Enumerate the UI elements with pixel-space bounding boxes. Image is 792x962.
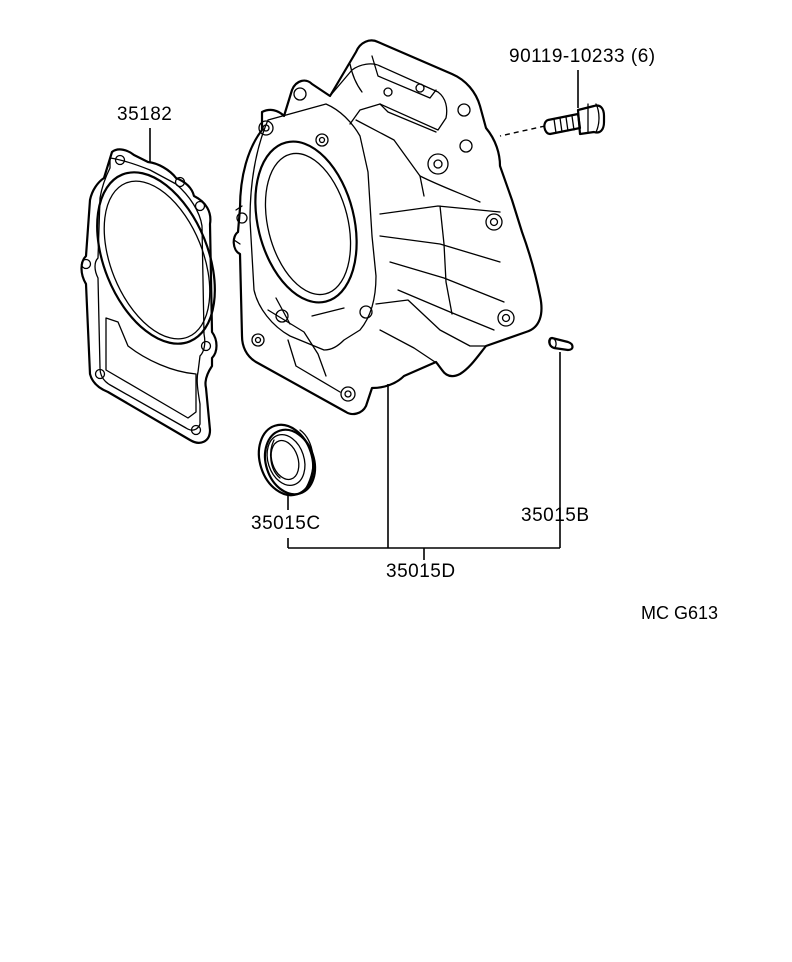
- oil-seal-part-number: 35015C: [251, 513, 321, 534]
- oil-seal-part: [257, 423, 317, 497]
- bolt-part: [543, 103, 606, 136]
- bolt-part-number: 90119-10233 (6): [509, 46, 656, 67]
- assembly-part-number: 35015D: [386, 561, 456, 582]
- gasket-part-number: 35182: [117, 104, 173, 125]
- pin-part-number: 35015B: [521, 505, 590, 526]
- bolt-alignment-line: [499, 125, 546, 137]
- gasket-part: [80, 148, 218, 444]
- extension-housing-part: [232, 39, 543, 416]
- pin-part: [548, 336, 574, 352]
- figure-code: MC G613: [641, 603, 719, 623]
- leader-lines: [149, 70, 579, 560]
